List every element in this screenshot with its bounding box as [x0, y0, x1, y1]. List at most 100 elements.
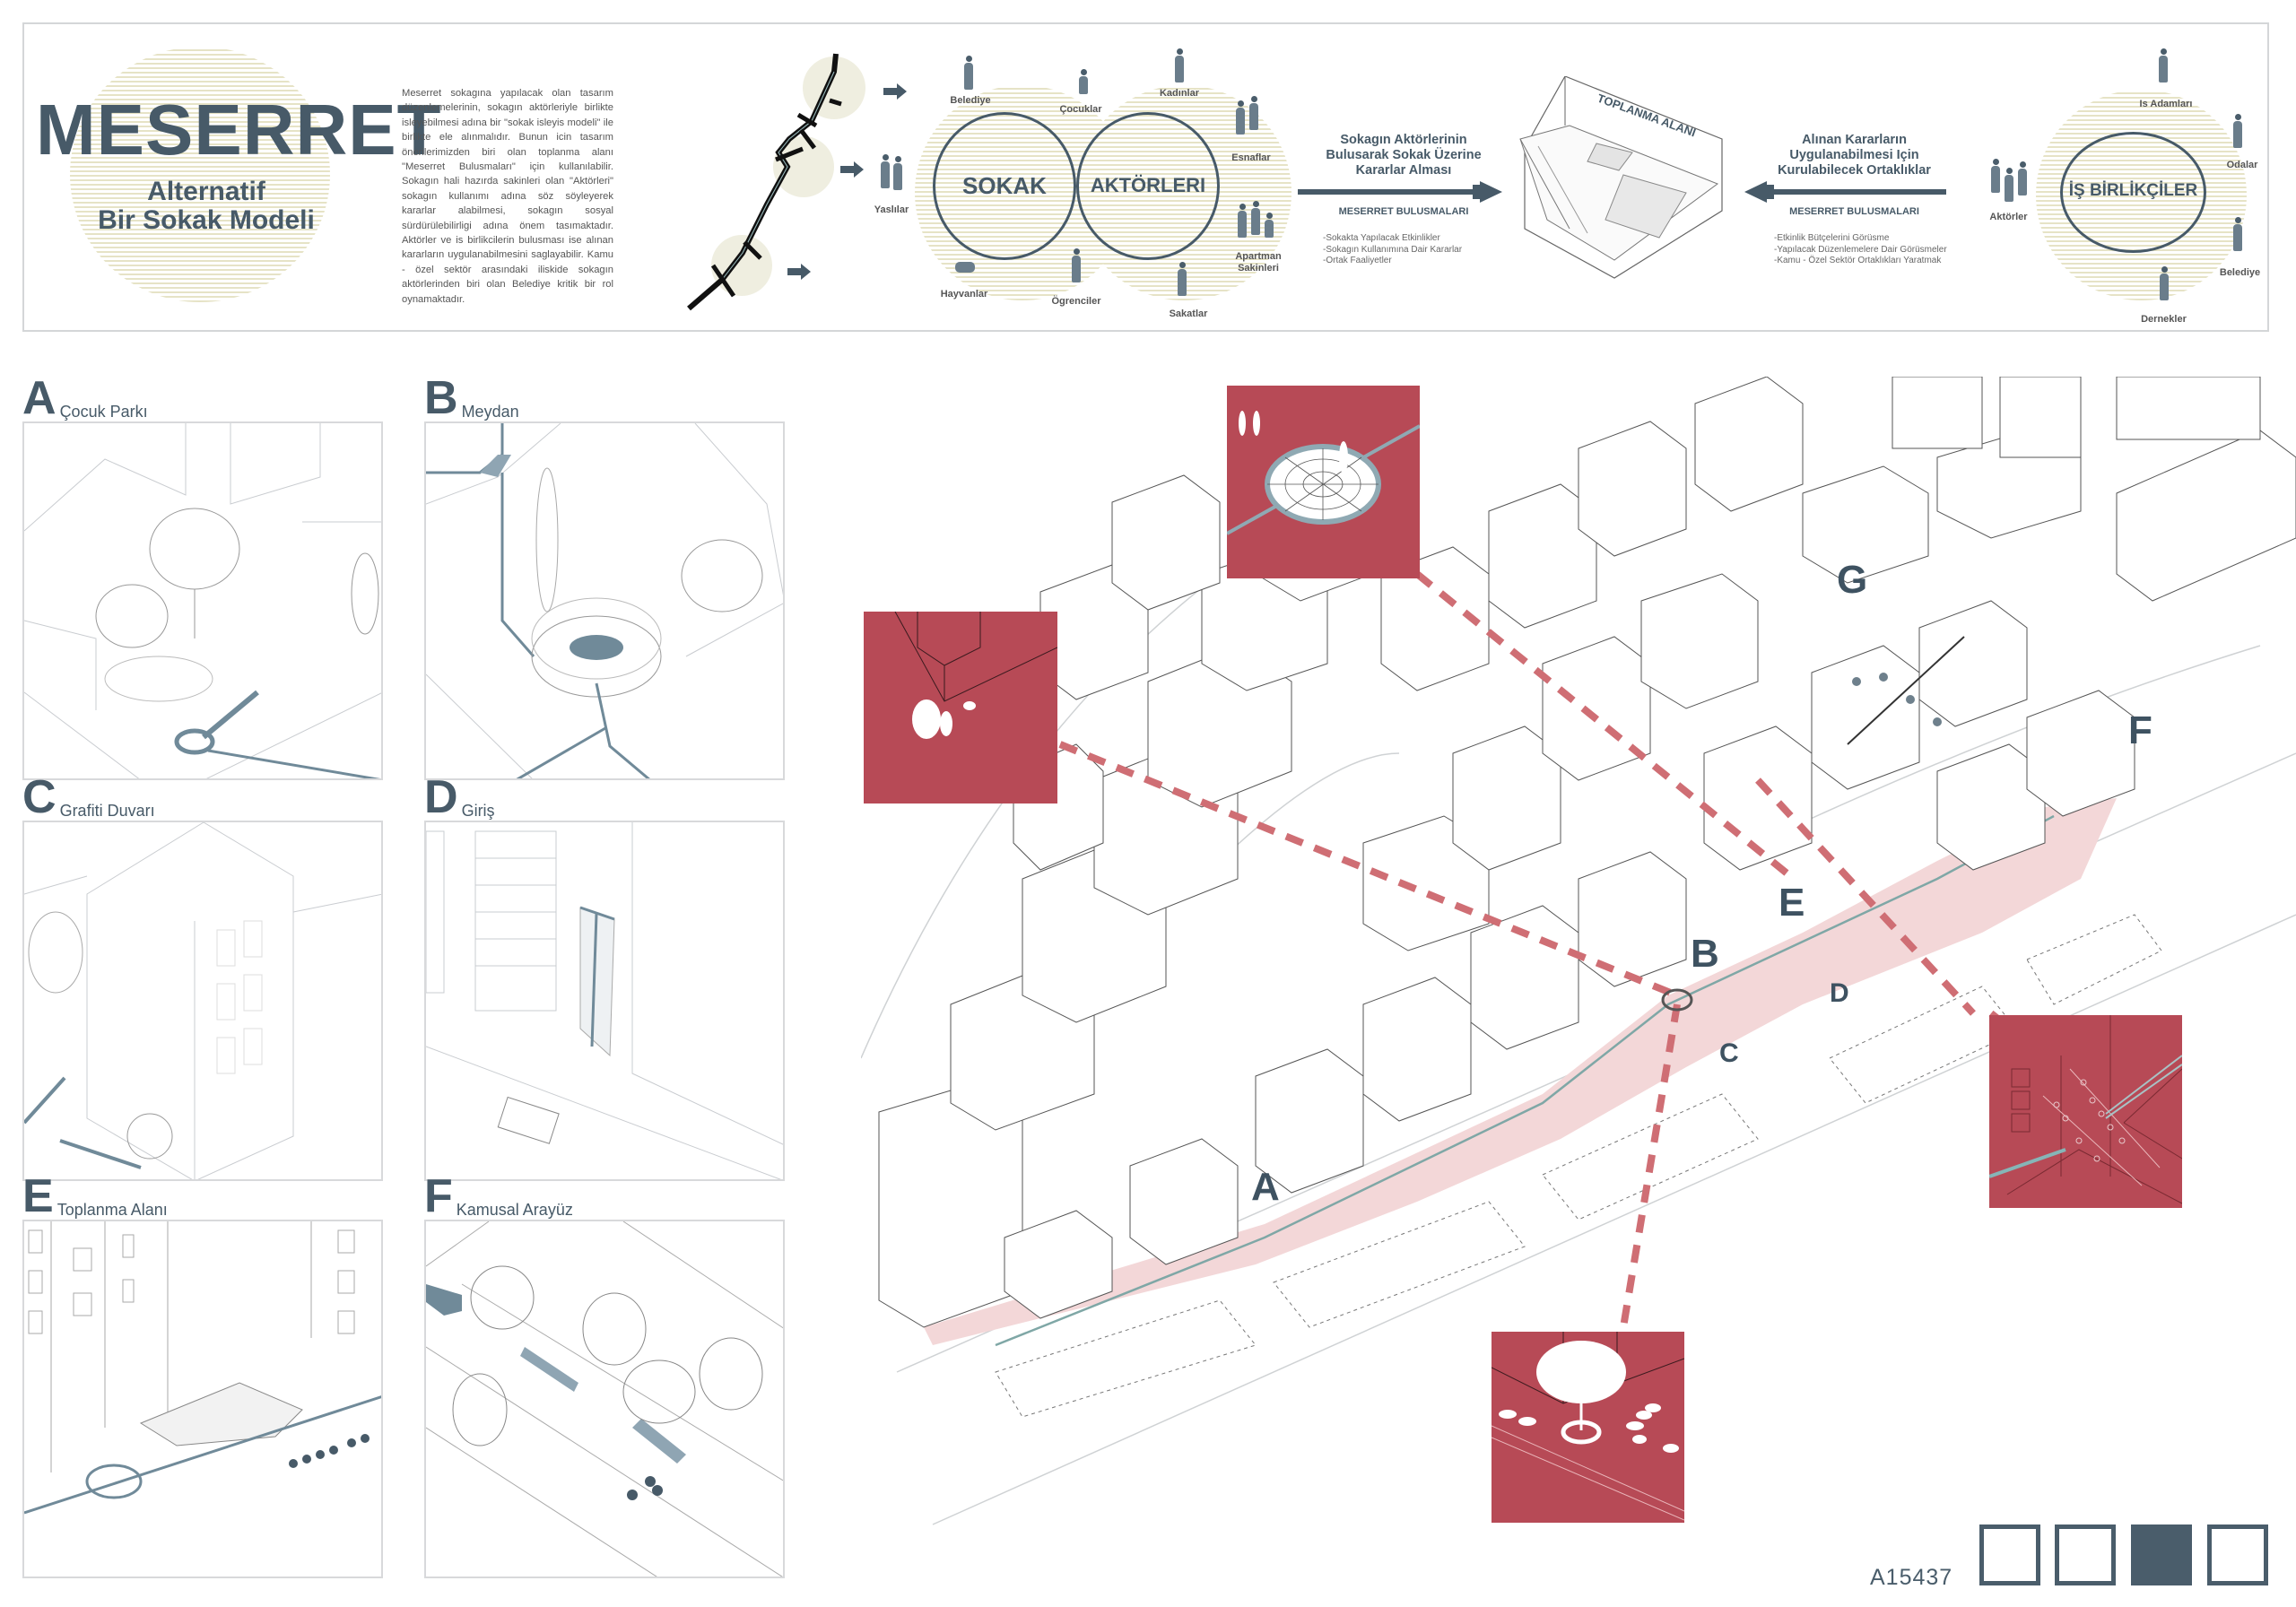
panel-letter-b: B [424, 372, 458, 424]
map-label-e: E [1779, 881, 1805, 925]
group-icon [2005, 168, 2013, 202]
panel-letter-e: E [22, 1170, 54, 1222]
person-icon [2233, 114, 2242, 148]
map-label-g: G [1837, 558, 1868, 602]
inset-street-seating-drawing [1989, 1015, 2182, 1204]
partner-label: Dernekler [2141, 314, 2187, 325]
partner-label: Odalar [2226, 160, 2258, 170]
actor-label: Apartman Sakinleri [1235, 251, 1282, 274]
flow-left-title-line: Sokagın Aktörlerinin [1340, 133, 1467, 147]
actor-label: Ögrenciler [1051, 296, 1101, 307]
arrow-right-icon [883, 83, 907, 100]
sheet-indicator-2 [2055, 1524, 2116, 1585]
panel-f-drawing [426, 1221, 783, 1577]
child-icon [1079, 69, 1088, 94]
person-icon [1236, 100, 1245, 135]
map-label-c: C [1719, 1038, 1739, 1068]
arrow-right-icon [840, 161, 864, 178]
header-panel [22, 22, 2269, 332]
wheelchair-icon [1178, 262, 1187, 296]
panel-title-b: Meydan [461, 403, 519, 421]
person-icon [1072, 248, 1081, 282]
actor-label: Belediye [950, 95, 991, 106]
gathering-area-sketch: TOPLANMA ALANI [1519, 76, 1723, 279]
panel-letter-d: D [424, 771, 458, 823]
person-icon [881, 154, 890, 188]
panel-header-a: A Çocuk Parkı [22, 373, 148, 421]
inset-animal-care-drawing [894, 612, 1057, 739]
inset-tree-plaza [1492, 1332, 1684, 1523]
partner-label: Aktörler [1989, 212, 2028, 222]
group-icon [1991, 159, 2000, 193]
panel-title-a: Çocuk Parkı [59, 403, 148, 421]
street-node-circle-bottom [711, 235, 772, 296]
arrow-left-long-icon [1744, 181, 1946, 203]
inset-meydan-plaza-drawing [1227, 411, 1420, 535]
flow-left-item: -Sokagın Kullanımına Dair Kararlar [1323, 244, 1463, 255]
panel-b-drawing [426, 423, 783, 778]
intro-paragraph: Meserret sokagına yapılacak olan tasarım… [402, 88, 613, 305]
panel-header-d: D Giriş [424, 772, 495, 821]
panel-header-e: E Toplanma Alanı [22, 1171, 168, 1220]
ring-sokak [933, 112, 1076, 260]
panel-a-drawing [24, 423, 381, 778]
arrow-right-icon [787, 264, 811, 280]
page-subtitle: Alternatif Bir Sokak Modeli [36, 178, 377, 235]
ring-label-aktorleri: AKTÖRLERI [1090, 174, 1206, 196]
panel-c-drawing [24, 822, 381, 1179]
ring-is-birlikciler [2060, 132, 2206, 253]
ring-aktorleri [1076, 112, 1220, 260]
project-code: A15437 [1870, 1565, 1953, 1590]
map-label-b: B [1691, 932, 1719, 976]
sheet-indicator-1 [1979, 1524, 2040, 1585]
flow-left-item: -Sokakta Yapılacak Etkinlikler [1323, 233, 1440, 243]
panel-cocuk-parki [22, 421, 383, 780]
street-route-diagram [687, 53, 842, 311]
title-backdrop-circle [70, 47, 330, 302]
actor-label: Kadınlar [1159, 88, 1199, 99]
flow-right-title-line: Kurulabilecek Ortaklıklar [1778, 163, 1931, 178]
panel-title-f: Kamusal Arayüz [456, 1201, 573, 1219]
panel-header-b: B Meydan [424, 373, 519, 421]
subtitle-line-2: Bir Sokak Modeli [98, 205, 315, 235]
person-icon [893, 156, 902, 190]
map-label-a: A [1251, 1165, 1280, 1209]
actor-label: Hayvanlar [940, 289, 988, 300]
flow-right-item: -Yapılacak Düzenlemelere Dair Görüsmeler [1774, 244, 1947, 255]
map-label-d: D [1830, 978, 1849, 1008]
ring-label-is-birlikciler: İŞ BİRLİKÇİLER [2068, 181, 2198, 200]
panel-title-d: Giriş [461, 802, 495, 820]
site-axonometric-map [861, 377, 2296, 1525]
panel-toplanma-alani [22, 1220, 383, 1578]
person-icon [964, 56, 973, 90]
person-icon [1249, 96, 1258, 130]
panel-letter-c: C [22, 771, 57, 823]
sheet-indicator-3-current [2131, 1524, 2192, 1585]
flow-right-item: -Kamu - Özel Sektör Ortaklıkları Yaratma… [1774, 256, 1942, 265]
inset-street-seating [1989, 1015, 2182, 1208]
person-icon [2159, 48, 2168, 83]
child-icon [1265, 213, 1274, 238]
panel-kamusal-arayuz [424, 1220, 785, 1578]
flow-right-title: Alınan Kararların Uygulanabilmesi Için K… [1749, 133, 1960, 178]
subtitle-line-1: Alternatif [147, 177, 265, 206]
actor-label: Sakatlar [1169, 308, 1208, 319]
inset-meydan-plaza [1227, 386, 1420, 578]
person-icon [2233, 217, 2242, 251]
map-label-f: F [2128, 708, 2152, 752]
person-icon [1251, 201, 1260, 235]
flow-left-subtitle: MESERRET BULUSMALARI [1338, 206, 1469, 217]
flow-left-title: Sokagın Aktörlerinin Bulusarak Sokak Üze… [1296, 133, 1511, 178]
panel-meydan [424, 421, 785, 780]
partner-label: Belediye [2219, 267, 2261, 278]
flow-left-title-line: Kararlar Alması [1355, 163, 1452, 178]
flow-right-item: -Etkinlik Bütçelerini Görüsme [1774, 233, 1890, 243]
person-icon [2160, 266, 2169, 300]
panel-title-c: Grafiti Duvarı [59, 802, 155, 820]
sheet-indicator-4 [2207, 1524, 2268, 1585]
inset-tree-plaza-drawing [1492, 1332, 1684, 1521]
panel-letter-a: A [22, 372, 57, 424]
arrow-right-long-icon [1298, 181, 1502, 203]
flow-left-title-line: Bulusarak Sokak Üzerine [1326, 148, 1482, 162]
group-icon [2018, 161, 2027, 195]
